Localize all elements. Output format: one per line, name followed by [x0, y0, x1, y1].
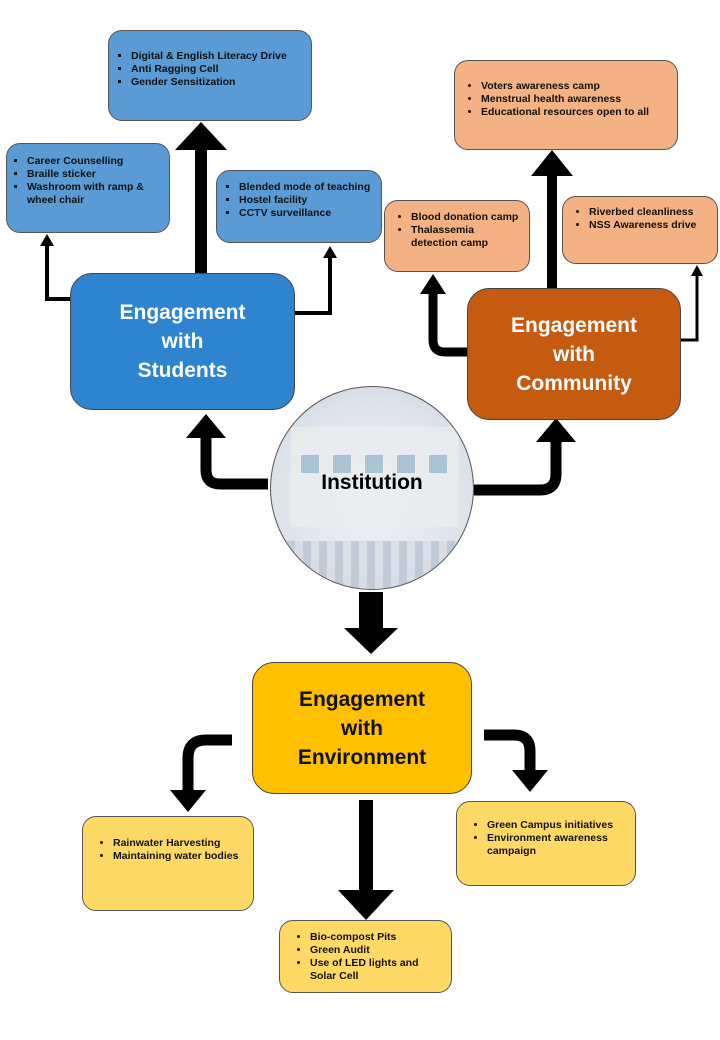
list-item: Hostel facility	[239, 194, 375, 207]
environment-bottom-list: Bio-compost PitsGreen AuditUse of LED li…	[296, 931, 445, 983]
list-item: CCTV surveillance	[239, 207, 375, 220]
environment-bottom-box: Bio-compost PitsGreen AuditUse of LED li…	[279, 920, 452, 993]
arrow-community-to-left-box	[420, 274, 467, 357]
building-window	[301, 455, 319, 473]
students-hub-line-1: Engagement	[119, 301, 246, 324]
building-window	[397, 455, 415, 473]
institution-circle: Institution	[270, 386, 474, 590]
list-item: Menstrual health awareness	[481, 93, 669, 106]
list-item: Washroom with ramp & wheel chair	[27, 181, 163, 207]
building-ground	[271, 541, 473, 589]
list-item: Educational resources open to all	[481, 106, 669, 119]
building-window	[333, 455, 351, 473]
students-top-list: Digital & English Literacy DriveAnti Rag…	[117, 50, 303, 89]
arrow-institution-to-community	[474, 418, 576, 496]
arrow-students-to-right-box	[295, 246, 337, 315]
students-hub-line-2: with	[161, 330, 204, 353]
list-item: Environment awareness campaign	[487, 832, 627, 858]
community-hub: Engagement with Community	[467, 288, 681, 420]
environment-hub: Engagement with Environment	[252, 662, 472, 794]
list-item: Maintaining water bodies	[113, 850, 245, 863]
arrow-community-to-top-box	[531, 150, 573, 288]
community-left-box: Blood donation campThalassemia detection…	[384, 200, 530, 272]
list-item: Voters awareness camp	[481, 80, 669, 93]
students-hub-line-3: Students	[137, 359, 228, 382]
community-top-box: Voters awareness campMenstrual health aw…	[454, 60, 678, 150]
list-item: Green Campus initiatives	[487, 819, 627, 832]
list-item: Career Counselling	[27, 155, 163, 168]
list-item: Riverbed cleanliness	[589, 206, 711, 219]
list-item: Bio-compost Pits	[310, 931, 445, 944]
list-item: Anti Ragging Cell	[131, 63, 303, 76]
list-item: Gender Sensitization	[131, 76, 303, 89]
students-top-box: Digital & English Literacy DriveAnti Rag…	[108, 30, 312, 121]
list-item: NSS Awareness drive	[589, 219, 711, 232]
arrow-environment-to-left-box	[170, 734, 232, 812]
list-item: Digital & English Literacy Drive	[131, 50, 303, 63]
list-item: Blended mode of teaching	[239, 181, 375, 194]
arrow-environment-to-right-box	[484, 729, 548, 792]
list-item: Blood donation camp	[411, 211, 523, 224]
community-right-list: Riverbed cleanlinessNSS Awareness drive	[575, 206, 711, 232]
environment-right-box: Green Campus initiativesEnvironment awar…	[456, 801, 636, 886]
community-top-list: Voters awareness campMenstrual health aw…	[467, 80, 669, 119]
environment-hub-line-1: Engagement	[298, 687, 425, 711]
community-hub-line-1: Engagement	[510, 313, 638, 337]
students-left-box: Career CounsellingBraille stickerWashroo…	[6, 143, 170, 233]
arrow-environment-to-bottom-box	[338, 800, 394, 920]
arrow-students-to-top-box	[175, 122, 227, 273]
arrow-institution-to-students	[186, 414, 268, 490]
community-hub-line-2: with	[553, 342, 595, 366]
arrow-students-to-left-box	[40, 234, 72, 301]
environment-hub-line-2: with	[340, 716, 383, 740]
students-right-box: Blended mode of teachingHostel facilityC…	[216, 170, 382, 243]
institution-label: Institution	[321, 471, 423, 494]
list-item: Thalassemia detection camp	[411, 224, 523, 250]
building-window	[365, 455, 383, 473]
environment-left-list: Rainwater HarvestingMaintaining water bo…	[99, 837, 245, 863]
list-item: Green Audit	[310, 944, 445, 957]
arrow-institution-to-environment	[344, 592, 398, 654]
community-left-list: Blood donation campThalassemia detection…	[397, 211, 523, 250]
environment-right-list: Green Campus initiativesEnvironment awar…	[473, 819, 627, 858]
environment-left-box: Rainwater HarvestingMaintaining water bo…	[82, 816, 254, 911]
community-right-box: Riverbed cleanlinessNSS Awareness drive	[562, 196, 718, 264]
building-photo	[291, 427, 459, 527]
building-window	[429, 455, 447, 473]
arrow-community-to-right-box	[681, 265, 703, 342]
students-left-list: Career CounsellingBraille stickerWashroo…	[13, 155, 163, 207]
list-item: Braille sticker	[27, 168, 163, 181]
list-item: Use of LED lights and Solar Cell	[310, 957, 445, 983]
community-hub-line-3: Community	[516, 371, 632, 395]
students-hub: Engagement with Students	[70, 273, 295, 410]
list-item: Rainwater Harvesting	[113, 837, 245, 850]
environment-hub-line-3: Environment	[297, 745, 427, 769]
students-right-list: Blended mode of teachingHostel facilityC…	[225, 181, 375, 220]
